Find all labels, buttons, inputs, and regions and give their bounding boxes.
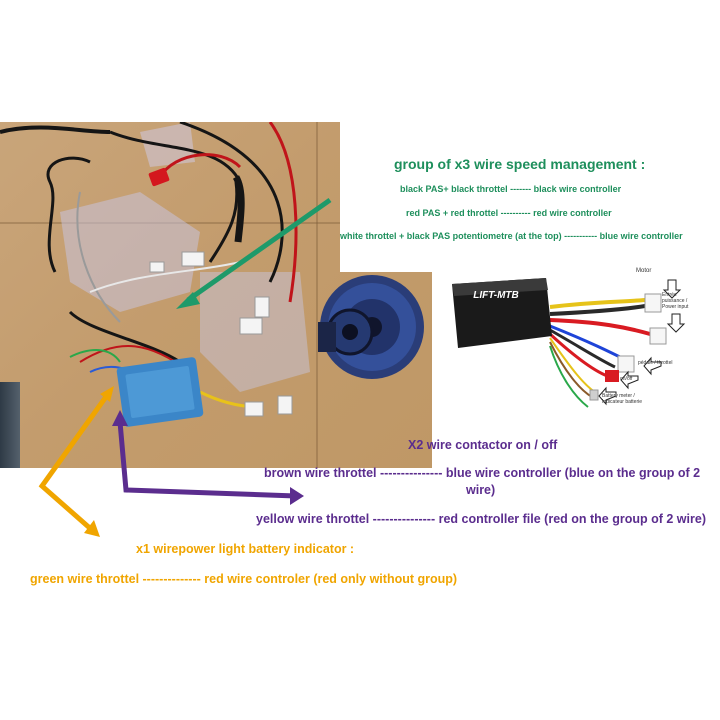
contactor-heading: X2 wire contactor on / off: [408, 438, 558, 452]
controller-illustration: [452, 278, 686, 408]
wire-group-heading: group of x3 wire speed management :: [394, 156, 646, 172]
text-panel: [340, 122, 720, 272]
wire-group-line: white throttel + black PAS potentiometre…: [340, 231, 683, 241]
contactor-line: brown wire throttel --------------- blue…: [264, 466, 701, 480]
dark-edge: [0, 382, 20, 468]
battery-line: green wire throttel -------------- red w…: [30, 572, 458, 586]
wiring-illustration: [0, 122, 424, 427]
contactor-line: yellow wire throttel --------------- red…: [256, 512, 706, 526]
wire-group-line: red PAS + red throttel ---------- red wi…: [406, 208, 612, 218]
label-throttle: pédale / throttel: [638, 360, 673, 366]
controller-product-image: LIFT-MTB Motor Entrée puissance / Power …: [440, 262, 690, 422]
contactor-line: wire): [466, 483, 496, 497]
wire-group-line: black PAS+ black throttel ------- black …: [400, 184, 622, 194]
label-on-off: on/off: [620, 376, 633, 382]
controller-logo: LIFT-MTB: [473, 290, 519, 301]
label-power-input: Entrée puissance / Power input: [662, 292, 689, 310]
label-battery-meter: Battery meter / Indicateur batterie: [602, 393, 643, 405]
battery-heading: x1 wirepower light battery indicator :: [136, 542, 355, 556]
label-motor: Motor: [636, 268, 652, 274]
